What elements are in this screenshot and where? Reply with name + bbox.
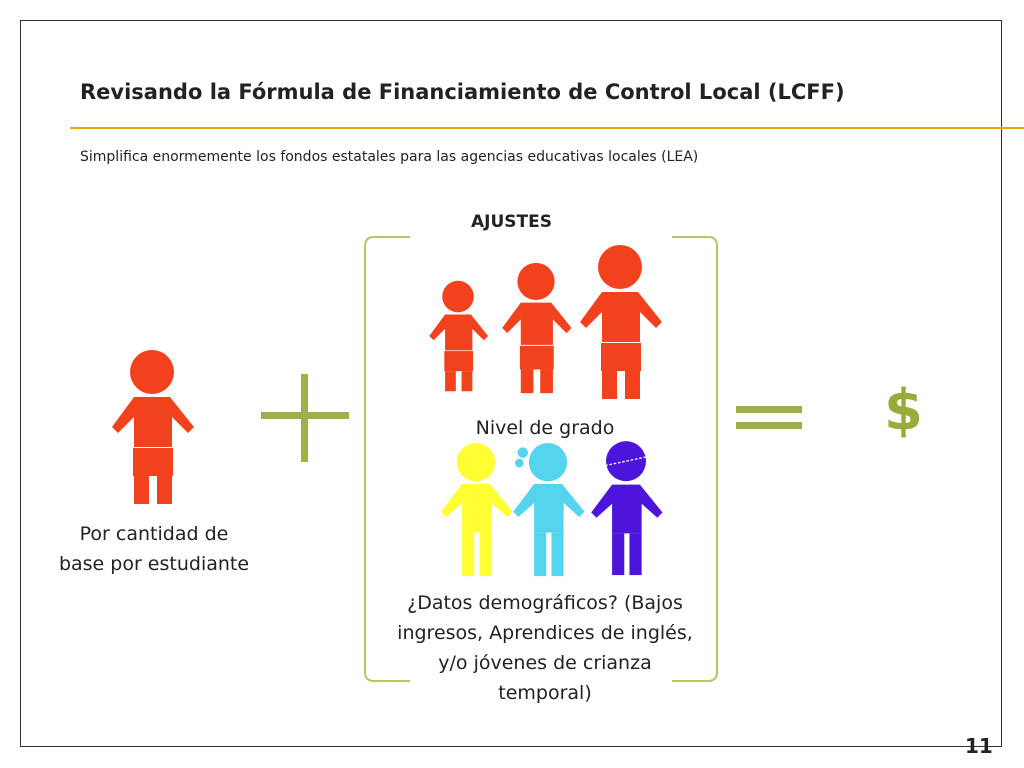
grade-medium-person-icon — [502, 262, 572, 394]
adjustments-heading: AJUSTES — [471, 212, 552, 232]
title-divider — [70, 127, 1024, 129]
demographics-label: ¿Datos demográficos? (Bajos ingresos, Ap… — [372, 588, 718, 708]
demographics-label-line1: ¿Datos demográficos? (Bajos — [407, 592, 683, 614]
grade-large-person-icon — [580, 245, 662, 399]
grade-small-person-icon — [429, 280, 489, 392]
base-student-person-icon — [112, 350, 194, 504]
demographic-purple-person-icon — [591, 441, 663, 576]
bracket-icon — [364, 236, 718, 682]
plus-icon — [261, 374, 349, 462]
page-number: 11 — [965, 734, 993, 758]
equals-icon — [736, 406, 802, 429]
demographic-cyan-person-icon — [513, 443, 585, 577]
base-amount-label-line1: Por cantidad de — [79, 523, 229, 545]
slide-subtitle: Simplifica enormemente los fondos estata… — [80, 149, 699, 165]
grade-level-label: Nivel de grado — [475, 417, 615, 439]
demographics-label-line2: ingresos, Aprendices de inglés, — [397, 622, 693, 644]
dollar-symbol: $ — [884, 378, 923, 443]
slide-title: Revisando la Fórmula de Financiamiento d… — [80, 80, 845, 104]
slide-frame — [20, 20, 1002, 747]
demographics-label-line3: y/o jóvenes de crianza — [438, 652, 652, 674]
base-amount-label-line2: base por estudiante — [58, 553, 250, 575]
base-amount-label: Por cantidad de base por estudiante — [40, 519, 268, 579]
demographic-yellow-person-icon — [441, 443, 513, 577]
demographics-label-line4: temporal) — [498, 682, 592, 704]
